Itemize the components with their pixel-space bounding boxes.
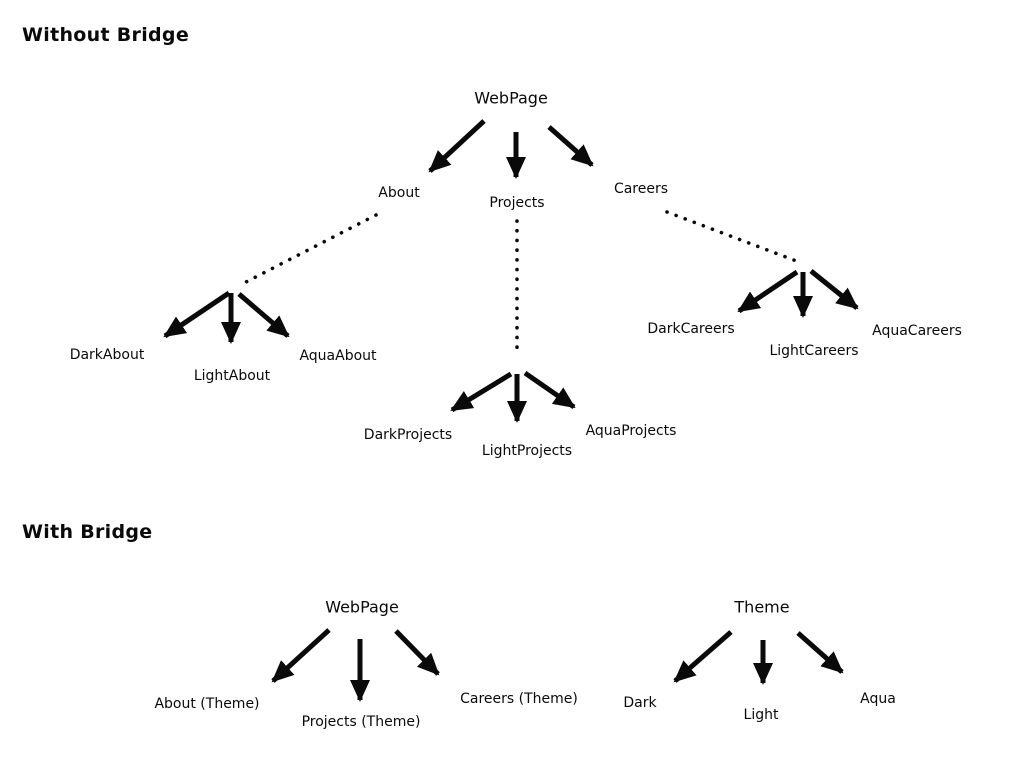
node-light: Light [743,707,779,723]
edge-careers-darkcareers [737,269,799,314]
edge-about-aquaabout [237,292,290,338]
edge-projects-darkprojects [450,371,513,413]
node-about: About [378,185,420,201]
dotted-edge-about-hub [244,213,378,284]
node-aqua-about: AquaAbout [299,348,377,364]
node-webpage: WebPage [474,88,548,108]
edge-webpage2-abouttheme [271,628,331,683]
edge-about-darkabout [163,290,231,339]
node-light-projects: LightProjects [481,443,573,459]
node-aqua-careers: AquaCareers [872,323,962,339]
edge-webpage-about [428,119,486,173]
edge-projects-aquaprojects [523,370,576,410]
node-dark: Dark [623,695,657,711]
dotted-edge-careers-hub [665,210,801,264]
edge-webpage-careers [547,125,594,167]
node-light-about: LightAbout [193,368,271,384]
node-aqua: Aqua [860,691,896,707]
section-heading-without-bridge: Without Bridge [22,24,190,46]
node-careers: Careers [613,181,669,197]
node-dark-projects: DarkProjects [363,427,453,443]
edge-theme-aqua [796,631,844,674]
node-careers-theme: Careers (Theme) [460,691,578,707]
edge-theme-dark [673,630,733,683]
node-webpage-bridge: WebPage [325,597,399,617]
node-projects-theme: Projects (Theme) [301,714,421,730]
edge-webpage2-careerstheme [394,629,440,676]
node-about-theme: About (Theme) [154,696,260,712]
node-dark-about: DarkAbout [69,347,145,363]
node-projects: Projects [489,195,545,211]
node-light-careers: LightCareers [769,343,859,359]
node-dark-careers: DarkCareers [647,321,735,337]
node-aqua-projects: AquaProjects [585,423,677,439]
section-heading-with-bridge: With Bridge [22,521,153,543]
node-theme: Theme [734,597,790,617]
edge-careers-aquacareers [809,269,859,310]
